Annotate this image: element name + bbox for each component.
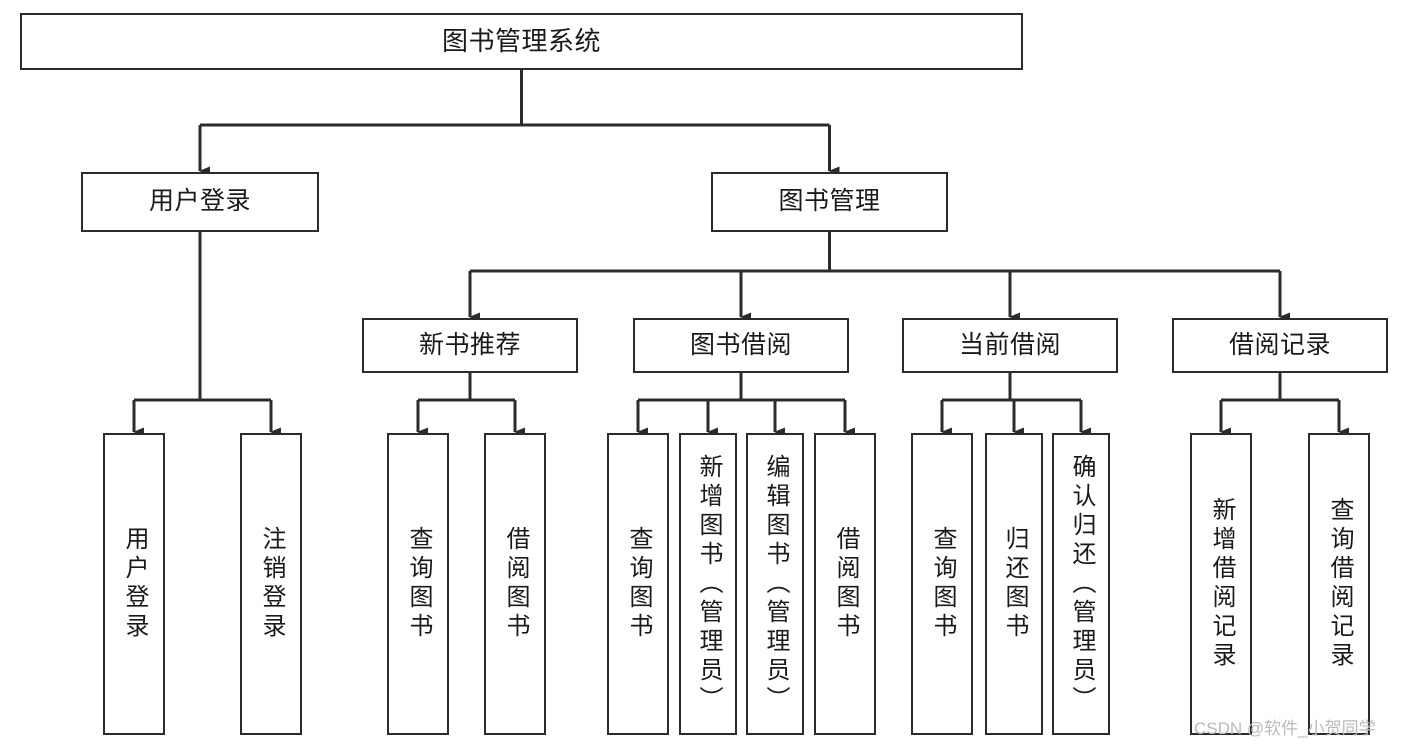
- node-label-leaf-query-record: 查询借阅记录: [1326, 497, 1353, 671]
- node-label-leaf-borrow-book-2: 借阅图书: [832, 526, 859, 642]
- node-current-borrow[interactable]: 当前借阅: [902, 318, 1118, 373]
- node-label-leaf-query-book-2: 查询图书: [625, 526, 652, 642]
- node-leaf-add-book[interactable]: 新增图书（管理员）: [679, 433, 737, 735]
- node-leaf-query-record[interactable]: 查询借阅记录: [1308, 433, 1370, 735]
- node-user-login[interactable]: 用户登录: [81, 172, 319, 232]
- node-leaf-user-login[interactable]: 用户登录: [103, 433, 165, 735]
- node-leaf-borrow-book-1[interactable]: 借阅图书: [484, 433, 546, 735]
- node-label-book-borrow: 图书借阅: [689, 330, 792, 359]
- node-label-leaf-return-book: 归还图书: [1001, 526, 1028, 642]
- node-label-leaf-query-book-1: 查询图书: [405, 526, 432, 642]
- node-label-leaf-edit-book: 编辑图书（管理员）: [762, 453, 789, 715]
- node-label-user-login: 用户登录: [148, 187, 251, 216]
- node-book-borrow[interactable]: 图书借阅: [633, 318, 849, 373]
- node-leaf-return-book[interactable]: 归还图书: [985, 433, 1043, 735]
- node-leaf-query-book-3[interactable]: 查询图书: [911, 433, 973, 735]
- node-root[interactable]: 图书管理系统: [20, 13, 1023, 70]
- node-leaf-borrow-book-2[interactable]: 借阅图书: [814, 433, 876, 735]
- node-label-leaf-add-book: 新增图书（管理员）: [695, 453, 722, 715]
- node-leaf-edit-book[interactable]: 编辑图书（管理员）: [746, 433, 804, 735]
- node-label-current-borrow: 当前借阅: [958, 330, 1061, 359]
- node-book-manage[interactable]: 图书管理: [711, 172, 948, 232]
- node-label-new-book-rec: 新书推荐: [418, 330, 521, 359]
- node-label-leaf-confirm-return: 确认归还（管理员）: [1068, 453, 1095, 715]
- node-label-leaf-query-book-3: 查询图书: [929, 526, 956, 642]
- node-leaf-query-book-1[interactable]: 查询图书: [387, 433, 449, 735]
- node-leaf-add-record[interactable]: 新增借阅记录: [1190, 433, 1252, 735]
- node-label-leaf-add-record: 新增借阅记录: [1208, 497, 1235, 671]
- node-label-leaf-borrow-book-1: 借阅图书: [502, 526, 529, 642]
- node-label-leaf-logout: 注销登录: [258, 526, 285, 642]
- node-leaf-query-book-2[interactable]: 查询图书: [607, 433, 669, 735]
- node-label-root: 图书管理系统: [441, 26, 601, 57]
- node-label-book-manage: 图书管理: [778, 187, 881, 216]
- watermark-text: CSDN @软件_小贺同学: [1194, 719, 1376, 738]
- node-leaf-logout[interactable]: 注销登录: [240, 433, 302, 735]
- node-leaf-confirm-return[interactable]: 确认归还（管理员）: [1052, 433, 1110, 735]
- node-borrow-record[interactable]: 借阅记录: [1172, 318, 1388, 373]
- node-label-leaf-user-login: 用户登录: [121, 526, 148, 642]
- node-label-borrow-record: 借阅记录: [1228, 330, 1331, 359]
- node-new-book-rec[interactable]: 新书推荐: [362, 318, 578, 373]
